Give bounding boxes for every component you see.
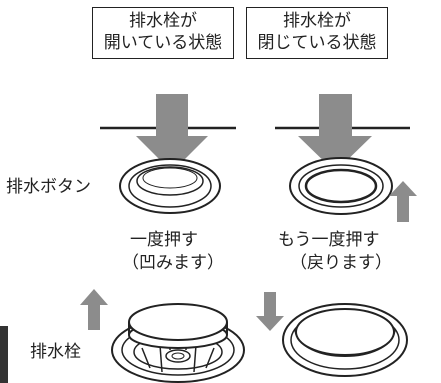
press-arrow-left-icon	[136, 94, 208, 172]
plug-down-arrow-icon	[256, 292, 284, 331]
plug-up-arrow-icon	[80, 289, 108, 330]
drain-plug-label: 排水栓	[30, 342, 81, 362]
drain-button-label: 排水ボタン	[6, 177, 91, 197]
drain-button-open	[119, 158, 221, 214]
drain-button-closed	[289, 157, 393, 215]
title-closed-line2: 閉じている状態	[257, 33, 377, 53]
returns-label: （戻ります）	[290, 253, 392, 273]
drain-plug-closed	[282, 303, 408, 377]
title-closed-state: 排水栓が 閉じている状態	[246, 7, 388, 59]
press-again-label: もう一度押す	[278, 230, 380, 250]
title-open-line2: 開いている状態	[103, 33, 223, 53]
return-up-arrow-icon	[389, 181, 417, 222]
press-once-label: 一度押す	[130, 230, 198, 250]
press-arrow-right-icon	[298, 94, 372, 172]
recessed-label: （凹みます）	[122, 253, 224, 273]
edge-fragment	[0, 326, 8, 383]
drain-plug-open	[111, 303, 245, 383]
title-open-line1: 排水栓が	[129, 11, 197, 31]
title-closed-line1: 排水栓が	[283, 11, 351, 31]
title-open-state: 排水栓が 開いている状態	[92, 7, 234, 59]
